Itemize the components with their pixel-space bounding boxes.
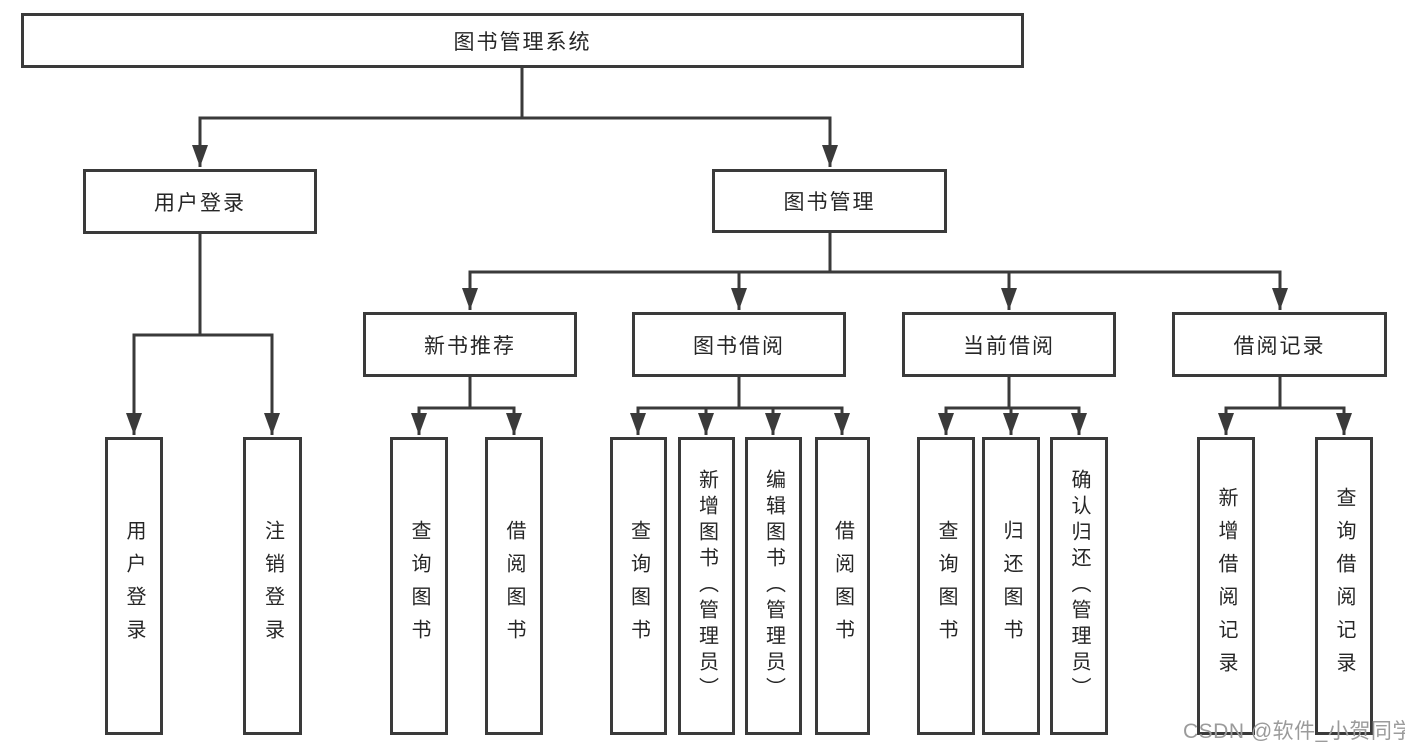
leaf-query-books-current: 查询图书 <box>917 437 975 735</box>
leaf-label: 新增借阅记录 <box>1215 487 1237 685</box>
node-library-management-system: 图书管理系统 <box>21 13 1024 68</box>
leaf-query-books-borrowing: 查询图书 <box>610 437 667 735</box>
leaf-query-borrow-record: 查询借阅记录 <box>1315 437 1373 735</box>
leaf-add-borrow-record: 新增借阅记录 <box>1197 437 1255 735</box>
leaf-label: 借阅图书 <box>503 520 525 652</box>
node-new-book-recommendation: 新书推荐 <box>363 312 577 377</box>
leaf-user-login: 用户登录 <box>105 437 163 735</box>
leaf-confirm-return-admin: 确认归还（管理员） <box>1050 437 1108 735</box>
node-label: 当前借阅 <box>963 334 1055 358</box>
csdn-watermark: CSDN @软件_小贺同学 <box>1183 720 1405 743</box>
leaf-query-books-recommend: 查询图书 <box>390 437 448 735</box>
leaf-return-books: 归还图书 <box>982 437 1040 735</box>
node-label: 新书推荐 <box>424 334 516 358</box>
leaf-borrow-books-borrowing: 借阅图书 <box>815 437 870 735</box>
leaf-label: 注销登录 <box>261 520 284 652</box>
node-label: 用户登录 <box>154 191 246 215</box>
node-borrowing-records: 借阅记录 <box>1172 312 1387 377</box>
leaf-label: 查询图书 <box>627 520 650 652</box>
leaf-label: 编辑图书（管理员） <box>762 469 785 703</box>
leaf-label: 归还图书 <box>1000 520 1022 652</box>
node-label: 借阅记录 <box>1233 334 1326 358</box>
node-label: 图书借阅 <box>693 334 785 358</box>
leaf-add-books-admin: 新增图书（管理员） <box>678 437 735 735</box>
node-label: 图书管理系统 <box>453 30 592 54</box>
node-book-management: 图书管理 <box>712 169 947 233</box>
leaf-label: 查询图书 <box>935 520 957 652</box>
leaf-edit-books-admin: 编辑图书（管理员） <box>745 437 802 735</box>
leaf-borrow-books-recommend: 借阅图书 <box>485 437 543 735</box>
leaf-label: 确认归还（管理员） <box>1068 469 1090 703</box>
leaf-label: 新增图书（管理员） <box>695 469 718 703</box>
leaf-label: 查询图书 <box>408 520 430 652</box>
leaf-label: 用户登录 <box>123 520 145 652</box>
leaf-logout: 注销登录 <box>243 437 302 735</box>
node-book-borrowing: 图书借阅 <box>632 312 846 377</box>
node-user-login: 用户登录 <box>83 169 317 234</box>
leaf-label: 查询借阅记录 <box>1333 487 1355 685</box>
node-label: 图书管理 <box>783 191 876 214</box>
leaf-label: 借阅图书 <box>831 520 854 652</box>
node-current-borrowing: 当前借阅 <box>902 312 1116 377</box>
